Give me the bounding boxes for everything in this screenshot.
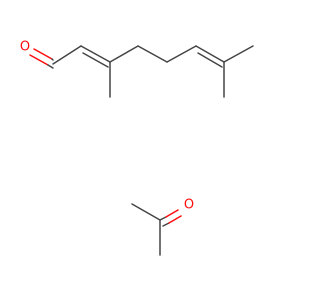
bond-aldehyde-co-1b <box>51 58 54 61</box>
molecule-acetone: O <box>131 198 194 256</box>
bond-c7-methyl-b <box>223 45 254 63</box>
bond-acetone-co-1b <box>165 209 179 218</box>
atom-oxygen-citral: O <box>20 40 30 55</box>
bond-c2-c3 <box>80 45 111 63</box>
bond-acetone-ch3-c <box>131 203 161 221</box>
bond-aldehyde-co-1 <box>33 48 53 60</box>
chemical-structure-diagram: O O <box>20 40 254 256</box>
bond-c2-c3-inner <box>82 52 109 68</box>
bond-c4-c5 <box>137 45 168 63</box>
bond-acetone-co-2b <box>168 215 182 224</box>
bond-c1-c2 <box>52 45 82 65</box>
bond-c3-c4 <box>109 45 139 63</box>
bond-acetone-co-2 <box>162 222 170 227</box>
bond-aldehyde-co-2 <box>29 54 49 66</box>
bond-c5-c6 <box>166 45 197 63</box>
bond-c6-c7 <box>195 45 225 63</box>
molecule-citral: O <box>20 40 254 98</box>
bond-aldehyde-co-2b <box>47 64 54 69</box>
atom-oxygen-acetone: O <box>184 198 194 213</box>
bond-c6-c7-inner <box>197 52 223 68</box>
bond-acetone-co-1 <box>159 216 167 221</box>
